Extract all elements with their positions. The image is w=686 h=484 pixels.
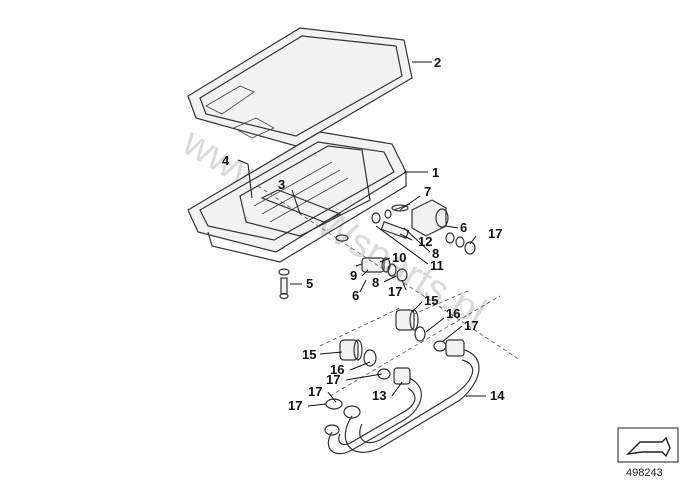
assembly-lines xyxy=(257,185,521,397)
callout-6-lower: 6 xyxy=(352,288,359,303)
drain-plug-assembly xyxy=(355,257,408,282)
callout-17-b: 17 xyxy=(388,284,402,299)
reference-number: 498243 xyxy=(626,467,663,479)
callout-15-upper: 15 xyxy=(424,293,438,308)
callout-6-upper: 6 xyxy=(460,220,467,235)
callout-17-a: 17 xyxy=(488,226,502,241)
callout-5: 5 xyxy=(306,276,313,291)
callout-2: 2 xyxy=(434,55,441,70)
callout-8-upper: 8 xyxy=(432,246,439,261)
callout-16-lower: 16 xyxy=(330,362,344,377)
direction-arrow-icon xyxy=(626,436,671,458)
callout-17-e: 17 xyxy=(308,384,322,399)
sleeve-lower xyxy=(325,339,391,419)
callout-16-upper: 16 xyxy=(446,306,460,321)
callout-17-c: 17 xyxy=(464,318,478,333)
orientation-box xyxy=(617,427,679,463)
callout-11: 11 xyxy=(430,258,444,273)
oil-pipes xyxy=(324,339,480,455)
callout-12: 12 xyxy=(418,234,432,249)
callout-17-d: 17 xyxy=(326,372,340,387)
callout-9: 9 xyxy=(350,268,357,283)
callout-17-f: 17 xyxy=(288,398,302,413)
callout-8-lower: 8 xyxy=(372,275,379,290)
oil-return-flange xyxy=(371,199,449,239)
sleeve-upper xyxy=(395,309,447,352)
callout-4: 4 xyxy=(222,153,230,168)
callout-1: 1 xyxy=(432,165,439,180)
callout-7: 7 xyxy=(424,184,431,199)
callout-15-lower: 15 xyxy=(302,347,316,362)
screw xyxy=(278,268,290,300)
callout-13: 13 xyxy=(372,388,386,403)
callout-14: 14 xyxy=(490,388,505,403)
callout-10: 10 xyxy=(392,250,406,265)
oil-pan-gasket xyxy=(187,27,413,147)
callout-labels: 2 1 4 3 5 7 6 12 8 11 17 10 9 8 6 17 15 … xyxy=(222,55,505,413)
callout-3: 3 xyxy=(278,177,285,192)
leader-lines xyxy=(237,61,486,407)
oil-baffle xyxy=(260,189,342,223)
